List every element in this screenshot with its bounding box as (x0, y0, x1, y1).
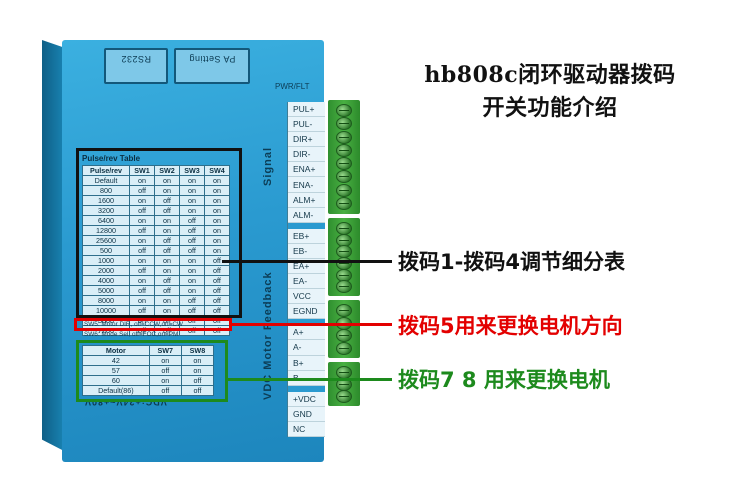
motor-table-cell: off (180, 385, 215, 396)
motor-terminal-block (328, 300, 360, 358)
terminal-screw (336, 170, 352, 184)
pa-setting-port: PA Setting (174, 48, 250, 84)
terminal-label: DIR- (288, 147, 325, 163)
annotation-sw7-8: 拨码7 8 用来更换电机 (398, 368, 610, 392)
terminal-screw (336, 130, 352, 144)
terminal-label: EA+ (288, 259, 325, 275)
terminal-label: ENA- (288, 177, 325, 193)
red-pointer-line (232, 323, 392, 326)
signal-terminal-block (328, 100, 360, 214)
headline-line-2: 开关功能介绍 (482, 95, 618, 121)
terminal-group-gap (288, 319, 325, 326)
terminal-group-gap (288, 222, 325, 229)
terminal-label: EA- (288, 274, 325, 290)
terminal-label: VCC (288, 289, 325, 305)
terminal-group-gap (288, 385, 325, 392)
terminal-label: GND (288, 407, 325, 422)
green-pointer-line (228, 378, 392, 381)
terminal-screw (336, 157, 352, 170)
terminal-label: ENA+ (288, 162, 325, 178)
terminal-label: PUL+ (288, 102, 325, 118)
motor-table-highlight (76, 340, 228, 402)
headline-line-1: hb808c闭环驱动器拨码 (424, 62, 676, 88)
terminal-screw (336, 329, 352, 342)
terminal-screw (336, 341, 352, 355)
pa-setting-label: PA Setting (188, 54, 236, 64)
terminal-screw (336, 196, 352, 210)
terminal-screw (336, 390, 352, 403)
terminal-label: EB- (288, 244, 325, 259)
black-pointer-line (222, 260, 392, 263)
terminal-label: NC (288, 422, 325, 437)
terminal-label: PUL- (288, 117, 325, 133)
terminal-label: A+ (288, 325, 325, 341)
terminal-screw (336, 222, 352, 235)
terminal-screw (336, 280, 352, 294)
terminal-label: B+ (288, 356, 325, 371)
sw5-note: SW5: Motor DIR, off=CCW,on=CW (84, 321, 183, 328)
annotation-sw5: 拨码5用来更换电机方向 (398, 314, 623, 338)
terminal-screw (336, 245, 352, 259)
rs232-port: RS232 (104, 48, 168, 84)
pulse-table-highlight (76, 148, 242, 318)
terminal-label: A- (288, 340, 325, 356)
terminal-screw (336, 183, 352, 197)
terminal-screw (336, 143, 352, 157)
terminal-label: ALM+ (288, 193, 325, 208)
sw5-highlight (74, 318, 232, 331)
terminal-screw (336, 304, 352, 317)
terminal-screw (336, 117, 352, 131)
rs232-label: RS232 (120, 54, 152, 64)
feedback-terminal-block (328, 218, 360, 296)
terminal-label: +VDC (288, 392, 325, 407)
terminal-screw (336, 104, 352, 117)
annotation-sw1-4: 拨码1-拨码4调节细分表 (398, 250, 625, 274)
terminal-label: EGND (288, 304, 325, 320)
terminal-label: B- (288, 371, 325, 386)
sw6-note: SW6: Mode Sel, off=FOC,on=PM (84, 331, 179, 338)
power-terminal-block (328, 362, 360, 406)
terminal-label: DIR+ (288, 132, 325, 148)
signal-label: Signal (262, 146, 274, 186)
terminal-label: ALM- (288, 208, 325, 223)
terminal-labels: PUL+PUL-DIR+DIR-ENA+ENA-ALM+ALM-EB+EB-EA… (287, 102, 325, 437)
terminal-label: EB+ (288, 229, 325, 244)
pulse-table-title: Pulse/rev Table (82, 154, 141, 163)
pwr-flt-label: PWR/FLT (275, 82, 310, 91)
